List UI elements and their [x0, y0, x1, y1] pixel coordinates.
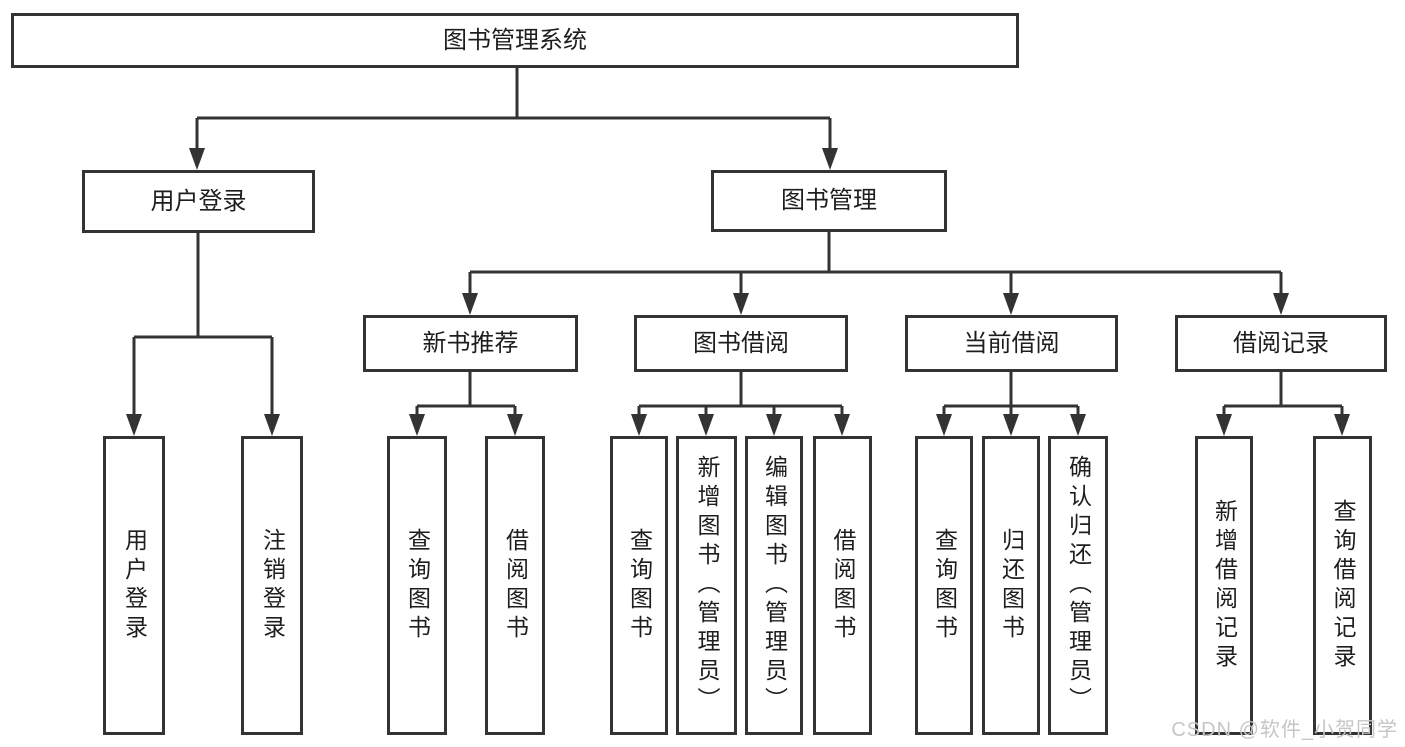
leaf-confirm-return-admin-label: 确认归还（管理员）: [1065, 455, 1092, 716]
leaf-user-login: 用户登录: [103, 436, 165, 735]
leaf-current-query-book: 查询图书: [915, 436, 973, 735]
node-book-management: 图书管理: [711, 170, 947, 232]
node-new-book-recommend: 新书推荐: [363, 315, 578, 372]
leaf-edit-book-admin-label: 编辑图书（管理员）: [761, 455, 788, 716]
leaf-return-book-label: 归还图书: [998, 527, 1025, 644]
node-book-management-label: 图书管理: [781, 187, 877, 214]
leaf-return-book: 归还图书: [982, 436, 1040, 735]
node-root: 图书管理系统: [11, 13, 1019, 68]
leaf-add-book-admin: 新增图书（管理员）: [676, 436, 737, 735]
leaf-add-book-admin-label: 新增图书（管理员）: [694, 455, 720, 716]
leaf-add-borrow-record: 新增借阅记录: [1195, 436, 1253, 735]
leaf-borrow-book: 借阅图书: [813, 436, 872, 735]
leaf-borrow-book-label: 借阅图书: [830, 527, 856, 644]
leaf-current-query-book-label: 查询图书: [931, 527, 958, 644]
arrowheads: [126, 148, 1350, 436]
leaf-logout: 注销登录: [241, 436, 303, 735]
node-new-book-recommend-label: 新书推荐: [422, 329, 519, 357]
connector-paths: [132, 68, 1344, 415]
leaf-recommend-borrow-book-label: 借阅图书: [502, 527, 529, 644]
node-current-borrow-label: 当前借阅: [963, 329, 1060, 357]
node-user-login: 用户登录: [82, 170, 315, 233]
node-book-borrow: 图书借阅: [634, 315, 848, 372]
leaf-recommend-query-book: 查询图书: [387, 436, 447, 735]
node-borrow-record-label: 借阅记录: [1233, 329, 1329, 357]
leaf-recommend-query-book-label: 查询图书: [404, 527, 431, 644]
leaf-logout-label: 注销登录: [259, 527, 286, 644]
node-current-borrow: 当前借阅: [905, 315, 1118, 372]
leaf-edit-book-admin: 编辑图书（管理员）: [745, 436, 803, 735]
node-book-borrow-label: 图书借阅: [693, 329, 789, 357]
csdn-watermark: CSDN @软件_小贺同学: [1171, 719, 1398, 741]
leaf-recommend-borrow-book: 借阅图书: [485, 436, 545, 735]
leaf-add-borrow-record-label: 新增借阅记录: [1211, 498, 1238, 673]
node-user-login-label: 用户登录: [150, 187, 247, 215]
leaf-query-borrow-record-label: 查询借阅记录: [1330, 498, 1356, 673]
leaf-user-login-label: 用户登录: [121, 527, 148, 644]
leaf-borrow-query-book-label: 查询图书: [626, 527, 653, 644]
leaf-confirm-return-admin: 确认归还（管理员）: [1048, 436, 1108, 735]
node-root-label: 图书管理系统: [443, 26, 587, 54]
node-borrow-record: 借阅记录: [1175, 315, 1387, 372]
leaf-borrow-query-book: 查询图书: [610, 436, 668, 735]
leaf-query-borrow-record: 查询借阅记录: [1313, 436, 1372, 735]
